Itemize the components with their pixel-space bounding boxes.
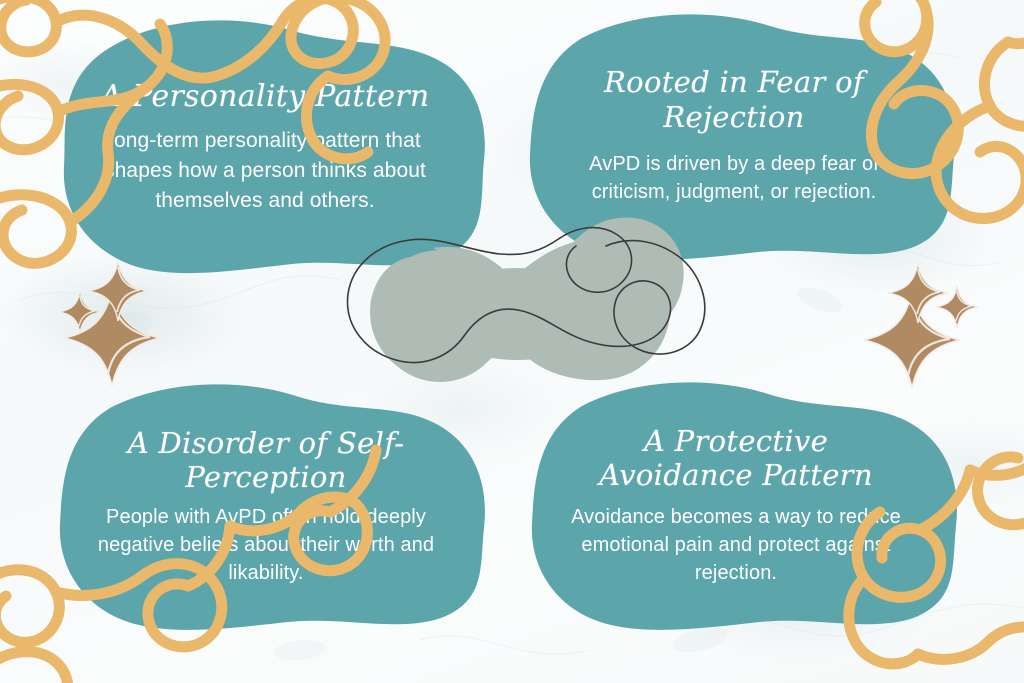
card-fear-of-rejection: Rooted in Fear of Rejection AvPD is driv…	[508, 12, 960, 260]
card-body: AvPD is driven by a deep fear of critici…	[589, 152, 879, 204]
card-body: Avoidance becomes a way to reduce emotio…	[571, 505, 901, 585]
card-avoidance-pattern: A Protective Avoidance Pattern Avoidance…	[510, 380, 962, 632]
card-body: People with AvPD often hold deeply negat…	[97, 505, 435, 585]
card-self-perception: A Disorder of Self-Perception People wit…	[40, 382, 492, 632]
card-blob-shape	[529, 14, 955, 260]
card-blob-shape	[531, 382, 957, 630]
card-personality-pattern: A Personality Pattern long-term personal…	[40, 20, 490, 275]
card-title: A Protective Avoidance Pattern	[599, 424, 873, 493]
card-title: A Personality Pattern	[100, 79, 430, 115]
card-title: A Disorder of Self-Perception	[127, 426, 405, 495]
card-body: long-term personality pattern that shape…	[104, 129, 426, 213]
card-title: Rooted in Fear of Rejection	[604, 65, 864, 134]
